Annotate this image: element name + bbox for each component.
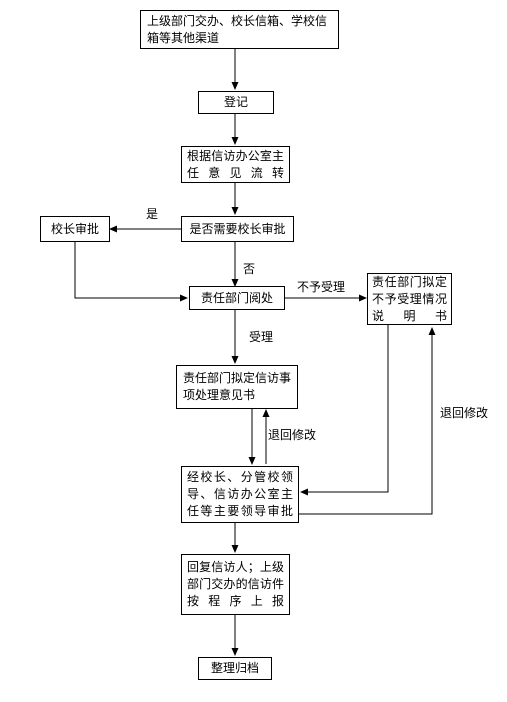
edge-label-no: 否 [243, 262, 256, 276]
node-draft-opinion-text: 责任部门拟定信访事项处理意见书 [183, 371, 292, 402]
node-register: 登记 [198, 91, 274, 114]
node-not-accept: 责任部门拟定不予受理情况说明书 [367, 273, 452, 325]
node-need-approval: 是否需要校长审批 [181, 216, 294, 242]
node-sources-text: 上级部门交办、校长信箱、学校信箱等其他渠道 [147, 13, 328, 45]
edge-leaders-notaccept-return [299, 327, 436, 515]
node-archive: 整理归档 [198, 657, 272, 680]
edge-label-yes: 是 [146, 207, 159, 221]
edge-label-not-accepted: 不予受理 [297, 280, 346, 294]
node-leaders-approval-text: 经校长、分管校领导、信访办公室主任等主要领导审批 [187, 470, 293, 518]
node-draft-opinion: 责任部门拟定信访事项处理意见书 [176, 365, 298, 409]
edge-label-return-modify-2: 退回修改 [440, 406, 489, 420]
node-archive-text: 整理归档 [210, 661, 259, 675]
node-transfer: 根据信访办公室主任意见流转 [181, 146, 290, 183]
node-sources: 上级部门交办、校长信箱、学校信箱等其他渠道 [140, 10, 339, 49]
node-principal-approval: 校长审批 [40, 216, 110, 242]
node-dept-review-text: 责任部门阅处 [200, 290, 273, 305]
node-not-accept-text: 责任部门拟定不予受理情况说明书 [372, 274, 447, 323]
node-principal-approval-text: 校长审批 [50, 221, 99, 236]
edge-label-return-modify-1: 退回修改 [268, 428, 317, 442]
node-transfer-text: 根据信访办公室主任意见流转 [187, 148, 284, 180]
node-leaders-approval: 经校长、分管校领导、信访办公室主任等主要领导审批 [181, 466, 299, 523]
node-dept-review: 责任部门阅处 [189, 286, 285, 310]
edge-notaccept-leaders [300, 324, 389, 496]
node-register-text: 登记 [223, 95, 248, 109]
node-reply-text: 回复信访人；上级部门交办的信访件按程序上报 [187, 560, 284, 608]
node-need-approval-text: 是否需要校长审批 [189, 221, 286, 236]
edge-principal-dept [74, 242, 188, 302]
node-reply: 回复信访人；上级部门交办的信访件按程序上报 [181, 554, 290, 615]
edge-label-accepted: 受理 [249, 330, 274, 344]
